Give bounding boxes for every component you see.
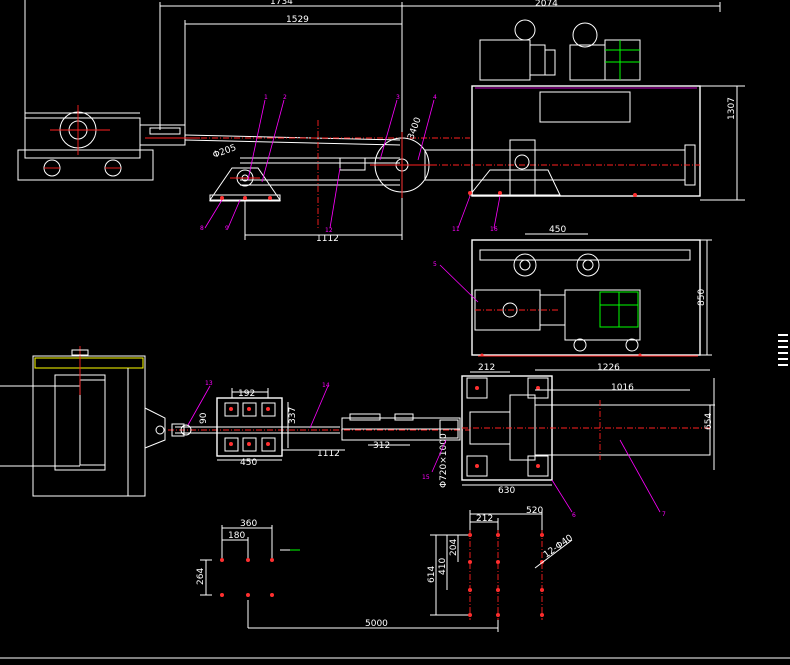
dim-5000: 5000 xyxy=(365,619,388,629)
balloon-14: 14 xyxy=(322,382,330,389)
right-edge-notes xyxy=(778,334,788,366)
dim-614: 614 xyxy=(427,566,437,583)
balloon-9: 9 xyxy=(225,225,229,232)
balloon-13: 13 xyxy=(205,380,213,387)
dim-90: 90 xyxy=(199,412,209,424)
balloon-1: 1 xyxy=(264,94,268,101)
wire-rope-bottom[interactable] xyxy=(168,423,470,437)
balloon-16: 16 xyxy=(490,226,498,233)
top-overall-dimensions xyxy=(159,2,745,240)
balloon-5: 5 xyxy=(433,261,437,268)
base-leaders xyxy=(551,439,661,513)
clamp-plate-plan[interactable] xyxy=(216,388,289,461)
top-leaders xyxy=(204,99,501,229)
dim-1307: 1307 xyxy=(727,97,737,120)
anchor-pattern-left[interactable] xyxy=(200,525,300,628)
balloon-7: 7 xyxy=(662,511,666,518)
dim-654: 654 xyxy=(704,413,714,430)
dim-450-850-lines xyxy=(439,233,712,356)
dim-1112-bot: 1112 xyxy=(317,449,340,459)
dim-850: 850 xyxy=(697,289,707,306)
balloon-15: 15 xyxy=(422,474,430,481)
dim-2074: 2074 xyxy=(535,0,558,9)
pulley-bracket-left[interactable] xyxy=(209,167,281,202)
dim-212-grid: 212 xyxy=(476,514,493,524)
dim-1016: 1016 xyxy=(611,383,634,393)
dim-1529: 1529 xyxy=(286,15,309,25)
dim-520: 520 xyxy=(526,506,543,516)
dim-phi205: Φ205 xyxy=(212,143,238,161)
dim-1112-top: 1112 xyxy=(316,234,339,244)
dim-hole-count: 12-Φ40 xyxy=(542,533,575,560)
wire-rope-top[interactable] xyxy=(184,120,470,230)
dim-1734: 1734 xyxy=(270,0,293,7)
dim-cylinder: Φ720×1000 xyxy=(439,433,449,488)
channel-section-view[interactable] xyxy=(0,346,166,497)
dim-192: 192 xyxy=(238,389,255,399)
balloon-12: 12 xyxy=(325,227,333,234)
hydraulic-cylinder-plan[interactable] xyxy=(341,413,461,446)
balloon-3: 3 xyxy=(396,94,400,101)
dim-360: 360 xyxy=(240,519,257,529)
dim-212-bot: 212 xyxy=(478,363,495,373)
balloon-11: 11 xyxy=(452,226,460,233)
dim-180: 180 xyxy=(228,531,245,541)
balloon-8: 8 xyxy=(200,225,204,232)
dim-337: 337 xyxy=(288,407,298,424)
balloon-2: 2 xyxy=(283,94,287,101)
dim-450-left: 450 xyxy=(240,458,257,468)
bottom-leaders xyxy=(187,385,447,473)
dim-204: 204 xyxy=(449,539,459,556)
dim-410: 410 xyxy=(438,558,448,575)
dim-312: 312 xyxy=(373,441,390,451)
anchor-grid-right[interactable] xyxy=(430,510,573,632)
dim-1226: 1226 xyxy=(597,363,620,373)
dim-630: 630 xyxy=(498,486,515,496)
balloon-4: 4 xyxy=(433,94,437,101)
dim-1112-top-line xyxy=(244,200,402,240)
hydraulic-station-side[interactable] xyxy=(420,19,701,197)
dim-3400: 3400 xyxy=(406,116,423,141)
dim-264: 264 xyxy=(196,568,206,585)
trolley-side-view[interactable] xyxy=(17,0,200,181)
balloon-6: 6 xyxy=(572,512,576,519)
base-frame-plan[interactable] xyxy=(461,369,715,486)
hydraulic-station-plan[interactable] xyxy=(471,239,701,357)
dim-450-mid: 450 xyxy=(549,225,566,235)
